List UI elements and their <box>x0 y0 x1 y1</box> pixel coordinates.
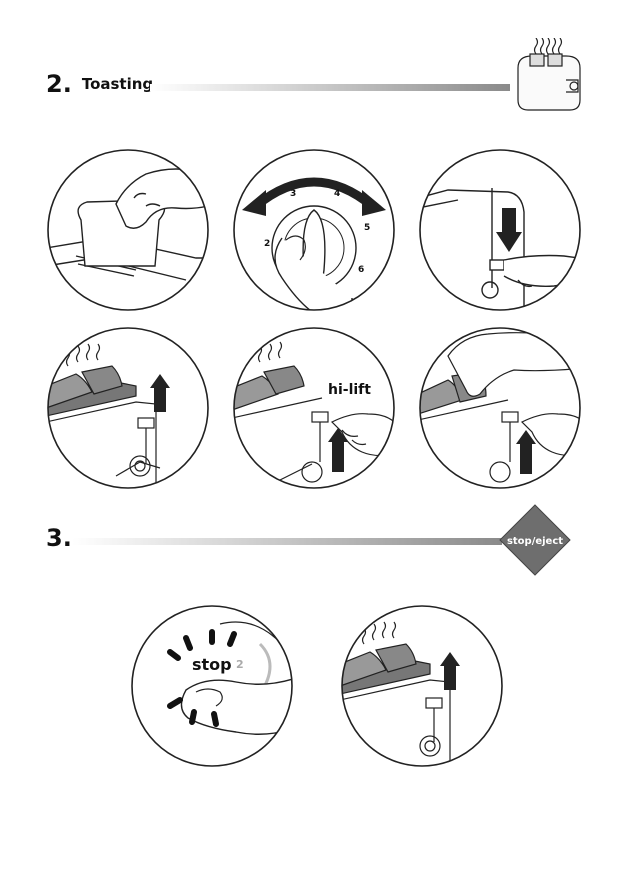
arrow-up-icon <box>516 430 536 474</box>
stop-label: stop <box>192 655 232 674</box>
section-3-number: 3 <box>46 524 63 552</box>
stop-eject-badge: stop/eject <box>498 503 572 577</box>
section-2-number: 2 <box>46 70 63 98</box>
hi-lift-illustration: hi-lift <box>232 326 396 490</box>
dial-number-2: 2 <box>264 239 270 249</box>
section-2-title: Toasting <box>82 75 153 93</box>
dial-number-5: 5 <box>364 223 370 233</box>
eject-toast-illustration <box>340 604 504 768</box>
arrow-up-icon <box>150 374 170 412</box>
section-3-dot: . <box>63 524 72 552</box>
remove-toast-illustration <box>418 326 582 490</box>
stop-eject-label: stop/eject <box>507 536 563 547</box>
section-2-rule <box>150 84 510 91</box>
section-3-rule <box>72 538 502 545</box>
arrow-up-icon <box>440 652 460 690</box>
toaster-steam-icon <box>508 38 588 116</box>
insert-bread-illustration <box>46 148 210 312</box>
section-2-header: 2. Toasting <box>46 70 153 98</box>
arrow-down-icon <box>496 208 522 252</box>
stop-number-label: 2 <box>236 658 244 671</box>
section-3-header: 3. <box>46 524 72 552</box>
hi-lift-label: hi-lift <box>328 382 371 398</box>
toast-popup-illustration <box>46 326 210 490</box>
press-lever-illustration <box>418 148 582 312</box>
stop-button-illustration: stop 2 <box>130 604 294 768</box>
section-2-dot: . <box>63 70 72 98</box>
dial-number-4: 4 <box>334 189 340 199</box>
dial-number-3: 3 <box>290 189 296 199</box>
browning-dial-illustration: 2 3 4 5 6 <box>232 148 396 312</box>
dial-number-6: 6 <box>358 265 364 275</box>
